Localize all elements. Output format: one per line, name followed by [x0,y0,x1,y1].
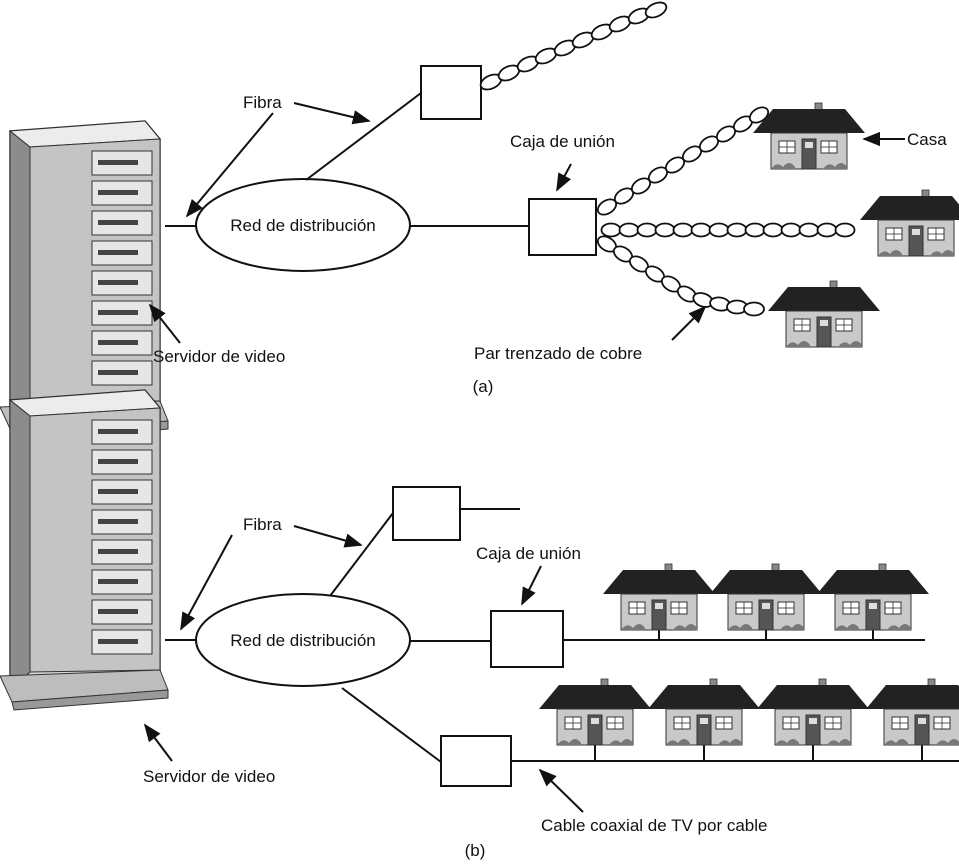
upper-junction-box-a [420,65,482,120]
panel-b: Red de distribución Fibra Caja de unión … [0,389,959,860]
house-a1-icon [752,102,866,170]
junction-label-b: Caja de unión [476,544,581,563]
fiber-arrow-a-left [185,112,274,218]
fiber-upper-link-a [305,92,422,181]
twisted-pair-arrow-a [671,305,707,341]
house-b2-icon [709,563,823,631]
house-b1-icon [602,563,716,631]
twisted-pair-bottom-house-a [596,235,765,317]
house-b6-icon [756,678,870,746]
twisted-pair-label-a: Par trenzado de cobre [474,344,642,363]
house-a3-icon [767,280,881,348]
server-label-a: Servidor de video [153,347,285,366]
server-arrow-a [148,303,181,344]
fiber-arrow-b-right [293,525,363,548]
junction-box-a [528,198,597,256]
junction-box-b [490,610,564,668]
house-b4-icon [538,678,652,746]
house-a2-icon [859,189,959,257]
distribution-network-a-label: Red de distribución [230,216,376,235]
twisted-pair-top-house-a [596,106,770,216]
house-b5-icon [647,678,761,746]
house-label-a: Casa [907,130,947,149]
house-b3-icon [816,563,930,631]
junction-arrow-b [521,565,542,606]
server-label-b: Servidor de video [143,767,275,786]
fiber-arrow-a-right [293,102,371,125]
fiber-label-a: Fibra [243,93,282,112]
distribution-network-b-label: Red de distribución [230,631,376,650]
house-b7-icon [865,678,959,746]
fiber-label-b: Fibra [243,515,282,534]
coax-label-b: Cable coaxial de TV por cable [541,816,768,835]
twisted-pair-upper-a [479,1,668,91]
fiber-arrow-b-left [180,534,233,631]
fiber-lower-link-b [341,687,442,763]
caption-b: (b) [465,841,486,860]
junction-arrow-a [556,163,572,192]
caption-a: (a) [473,377,494,396]
junction-label-a: Caja de unión [510,132,615,151]
panel-a: Red de distribución [0,1,959,442]
coax-arrow-b [538,768,584,813]
lower-junction-box-b [440,735,512,787]
twisted-pair-middle-house-a [600,222,856,238]
upper-junction-box-b [392,486,461,541]
video-server-b-icon [0,389,169,711]
server-arrow-b [143,723,173,762]
fiber-upper-link-b [329,512,394,597]
